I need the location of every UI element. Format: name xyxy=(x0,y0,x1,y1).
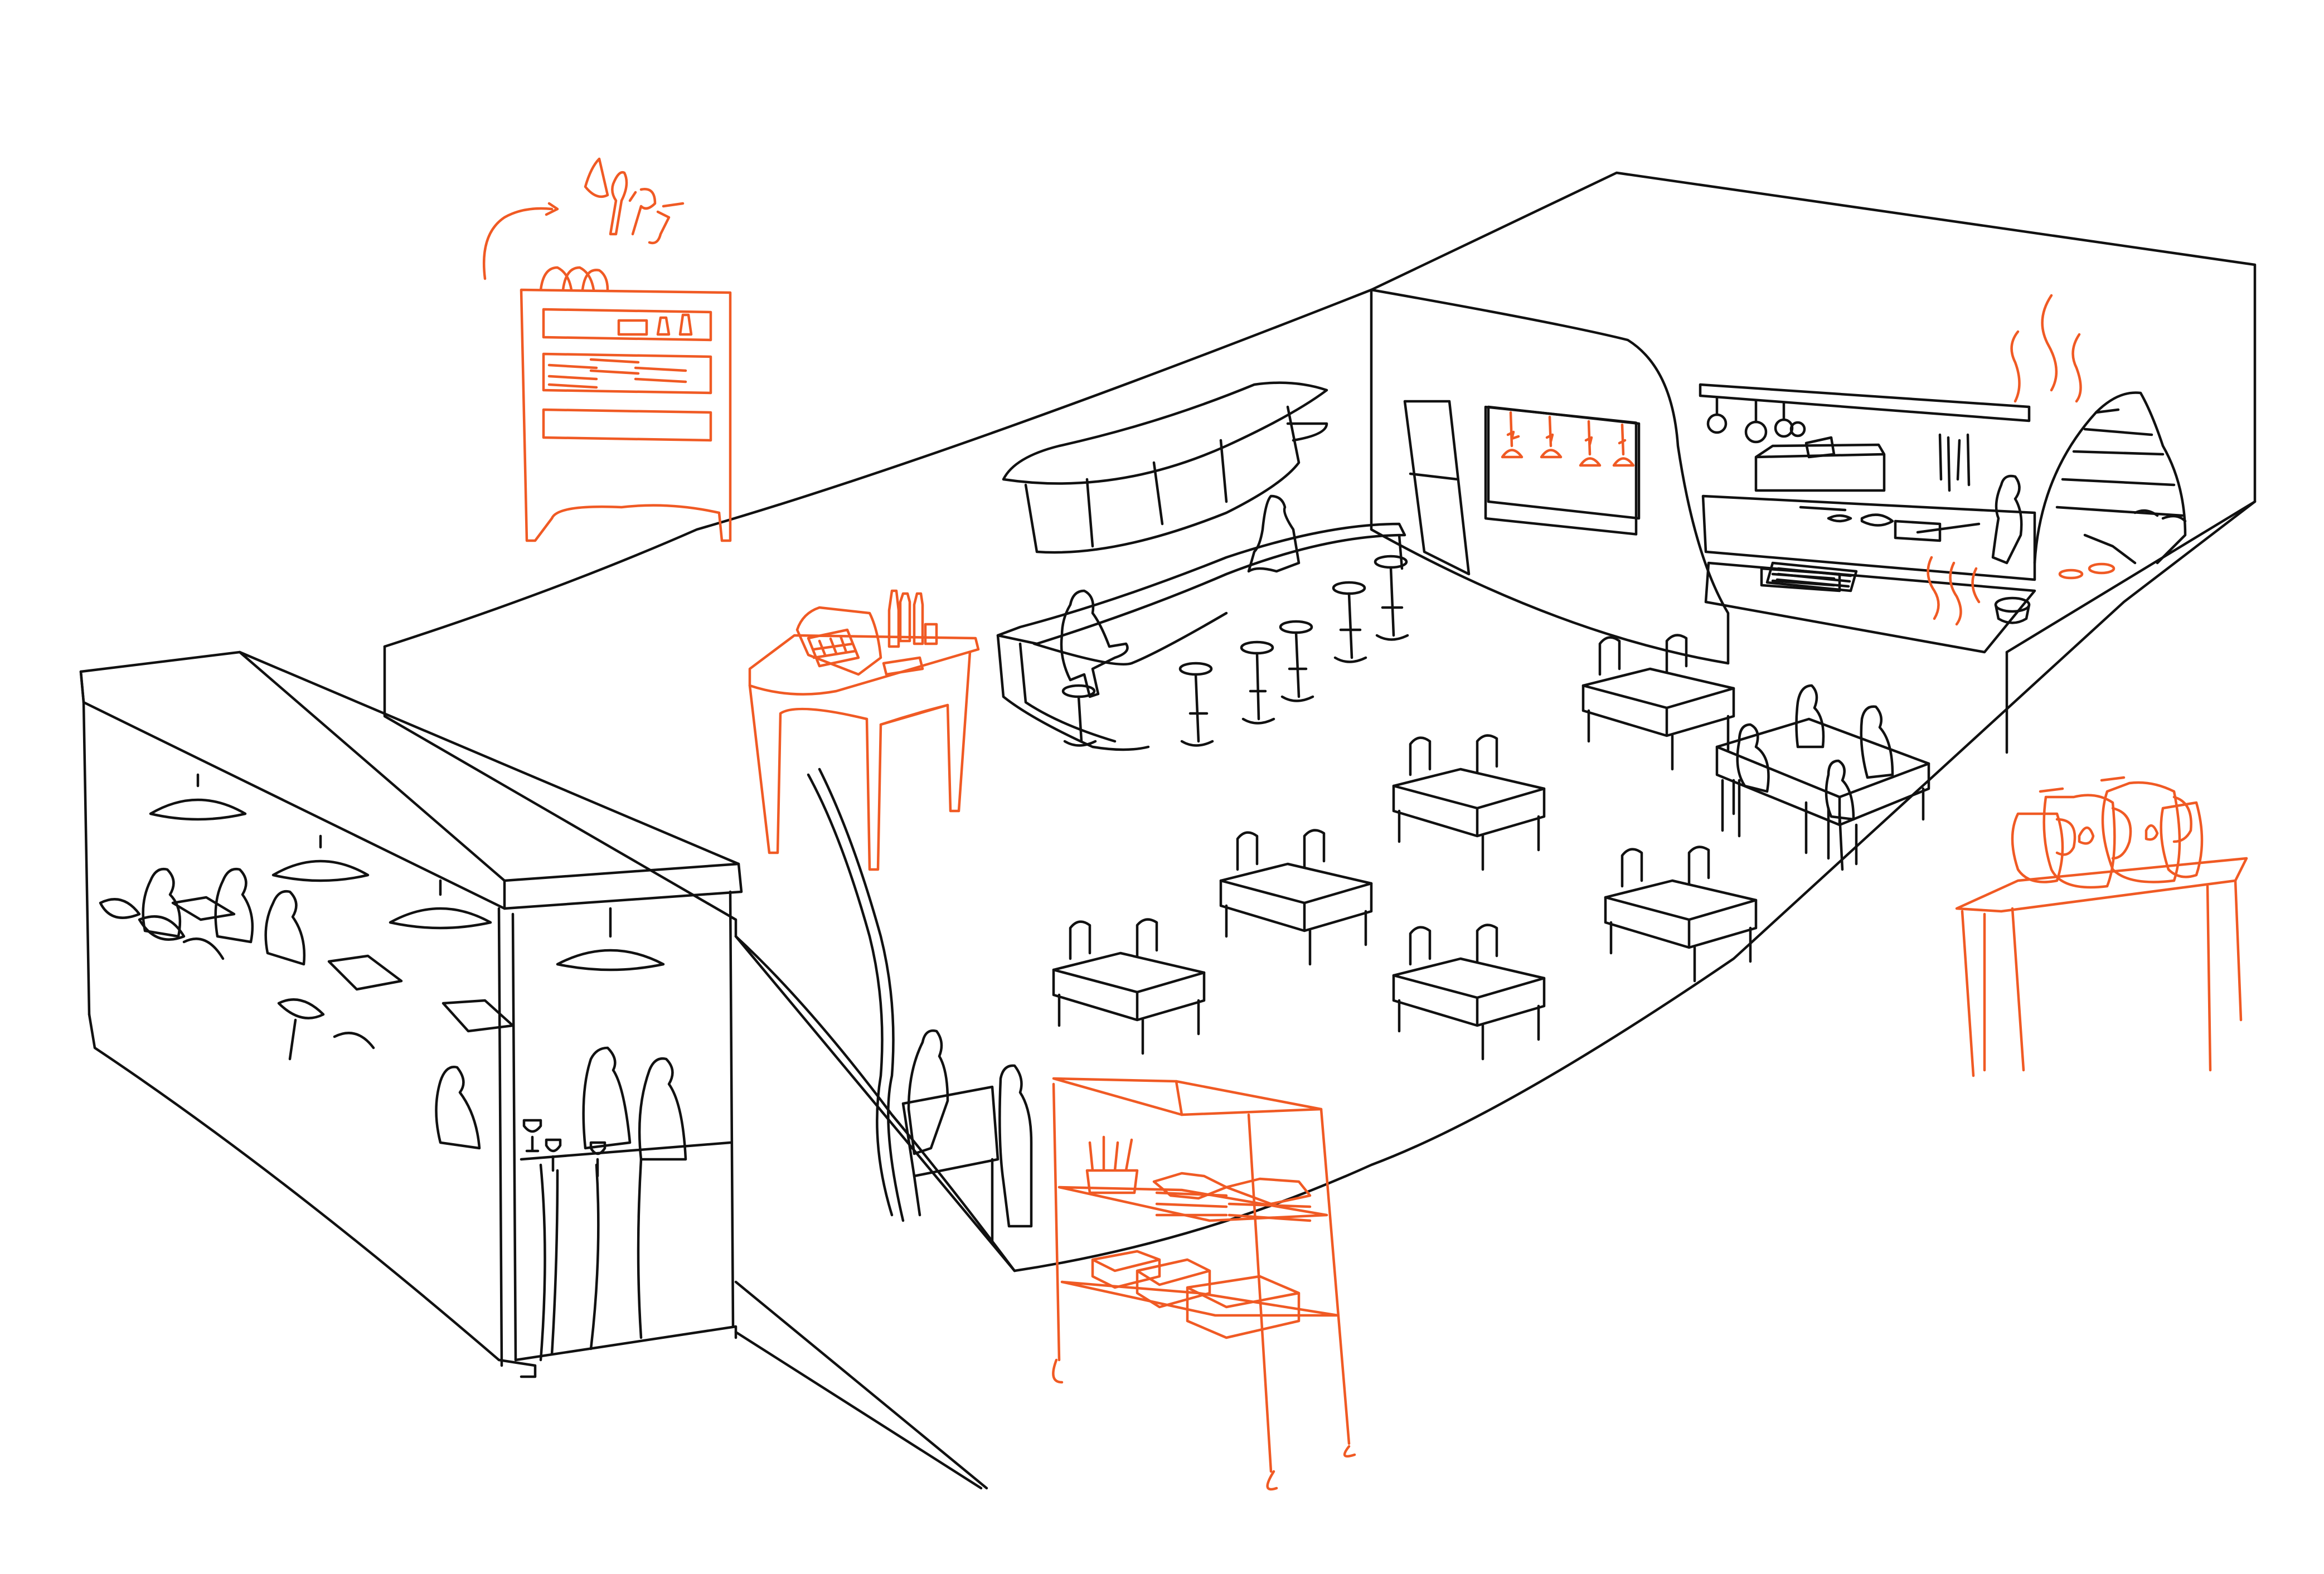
bar-area xyxy=(996,381,1409,751)
diner-figure xyxy=(1736,723,1770,793)
diner-figure xyxy=(638,1057,687,1161)
diner-figure xyxy=(214,867,254,944)
floor-edge xyxy=(734,1330,983,1490)
patio-pendant-lamps xyxy=(149,773,665,971)
kitchen-counter xyxy=(1701,494,2036,581)
building-shell xyxy=(383,171,2257,1490)
kitchen-steam xyxy=(1927,294,2116,626)
kitchen xyxy=(1403,294,2187,654)
wine-glasses xyxy=(522,1119,607,1178)
diner-figure xyxy=(264,890,306,966)
dining-tables xyxy=(1052,634,1758,1061)
planter-plants xyxy=(99,898,375,1061)
bar-counter xyxy=(996,522,1406,645)
dining-table-set xyxy=(1219,829,1373,966)
kitchen-door xyxy=(1403,400,1471,576)
diner-figure xyxy=(435,1066,481,1150)
dining-table-set xyxy=(1392,924,1546,1061)
diner-figure xyxy=(1795,684,1825,749)
diner-figure xyxy=(907,1029,949,1155)
chef-figure xyxy=(1991,474,2023,565)
pass-lamps xyxy=(1501,411,1635,467)
side-cart xyxy=(482,157,732,542)
dining-table-set xyxy=(1392,734,1546,871)
pitcher-table xyxy=(1955,776,2248,1077)
bartender-figure xyxy=(1247,494,1301,573)
diner-figure xyxy=(1825,759,1855,821)
host-bottles xyxy=(887,589,938,648)
pitcher xyxy=(2011,812,2076,883)
pitcher xyxy=(2039,787,2132,889)
pitcher xyxy=(2100,776,2192,883)
right-dining-group xyxy=(1715,684,1930,871)
dining-table-set xyxy=(1052,918,1206,1055)
patio-booth xyxy=(79,650,743,1378)
pos-terminal xyxy=(795,606,882,676)
corner-booth xyxy=(901,1029,1033,1245)
dining-table-set xyxy=(1581,634,1735,771)
cart-frame xyxy=(520,288,732,542)
diner-figure xyxy=(582,1046,632,1150)
diner-figure xyxy=(142,867,182,938)
dining-table-set xyxy=(1604,846,1758,983)
range-hood xyxy=(1754,443,1886,492)
vent-grille xyxy=(1765,561,1858,592)
pizza-oven xyxy=(2033,391,2187,565)
diner-figure xyxy=(998,1064,1033,1228)
bar-stools xyxy=(1061,555,1409,747)
storage-shelf xyxy=(1052,1077,1356,1491)
bar-overhead-shelf xyxy=(1002,381,1328,485)
hanging-pans xyxy=(1706,397,1971,492)
pitcher xyxy=(2160,801,2204,878)
diner-figure xyxy=(1860,705,1894,779)
pan-rack xyxy=(1699,383,2031,422)
bar-patron xyxy=(1060,589,1129,698)
host-stand xyxy=(748,589,980,871)
